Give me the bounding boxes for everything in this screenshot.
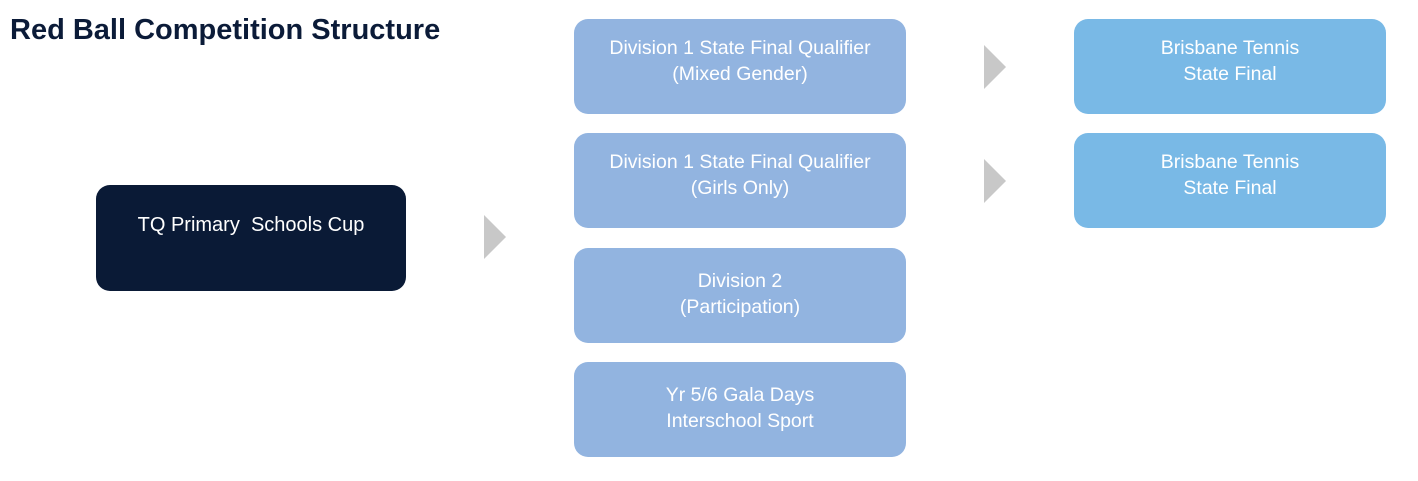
node-sublabel: (Mixed Gender) (672, 62, 808, 85)
node-sublabel: State Final (1183, 176, 1277, 199)
division-1-girls-node: Division 1 State Final Qualifier (Girls … (574, 133, 906, 228)
node-label: TQ Primary Schools Cup (137, 214, 365, 236)
node-sublabel: State Final (1183, 62, 1277, 85)
node-label: Division 2 (697, 269, 783, 292)
state-final-node: Brisbane Tennis State Final (1074, 133, 1386, 228)
node-sublabel: (Participation) (679, 295, 801, 318)
root-node-tq-primary-schools-cup: TQ Primary Schools Cup (96, 185, 406, 291)
arrow-right-icon (984, 45, 1006, 89)
node-sublabel: (Girls Only) (690, 176, 790, 199)
gala-days-node: Yr 5/6 Gala Days Interschool Sport (574, 362, 906, 457)
division-2-node: Division 2 (Participation) (574, 248, 906, 343)
node-label: Division 1 State Final Qualifier (609, 150, 871, 173)
division-1-mixed-node: Division 1 State Final Qualifier (Mixed … (574, 19, 906, 114)
node-label: Brisbane Tennis (1160, 36, 1300, 59)
arrow-right-icon (484, 215, 506, 259)
node-label: Brisbane Tennis (1160, 150, 1300, 173)
node-label: Division 1 State Final Qualifier (609, 36, 871, 59)
arrow-right-icon (984, 159, 1006, 203)
state-final-node: Brisbane Tennis State Final (1074, 19, 1386, 114)
node-sublabel: Interschool Sport (666, 409, 814, 432)
page-title: Red Ball Competition Structure (10, 14, 441, 46)
node-label: Yr 5/6 Gala Days (665, 383, 815, 406)
